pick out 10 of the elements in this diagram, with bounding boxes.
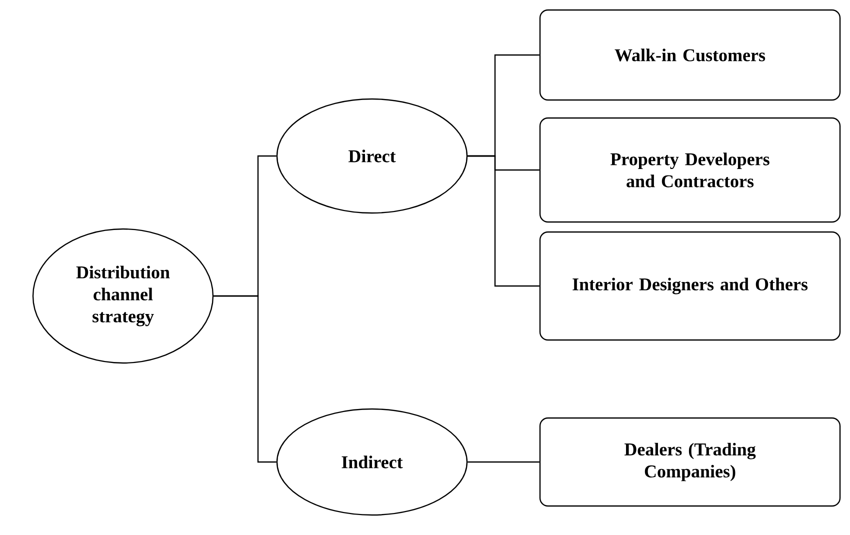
connector [214, 295, 276, 463]
connector [468, 155, 540, 287]
oval: Distribution channel strategy [32, 228, 214, 364]
rounded-box: Interior Designers and Others [539, 231, 841, 341]
oval: Indirect [276, 408, 468, 516]
rounded-box: Dealers (Trading Companies) [539, 417, 841, 507]
rounded-box: Walk-in Customers [539, 9, 841, 101]
connector [468, 461, 540, 463]
rounded-box: Property Developers and Contractors [539, 117, 841, 223]
oval: Direct [276, 98, 468, 214]
